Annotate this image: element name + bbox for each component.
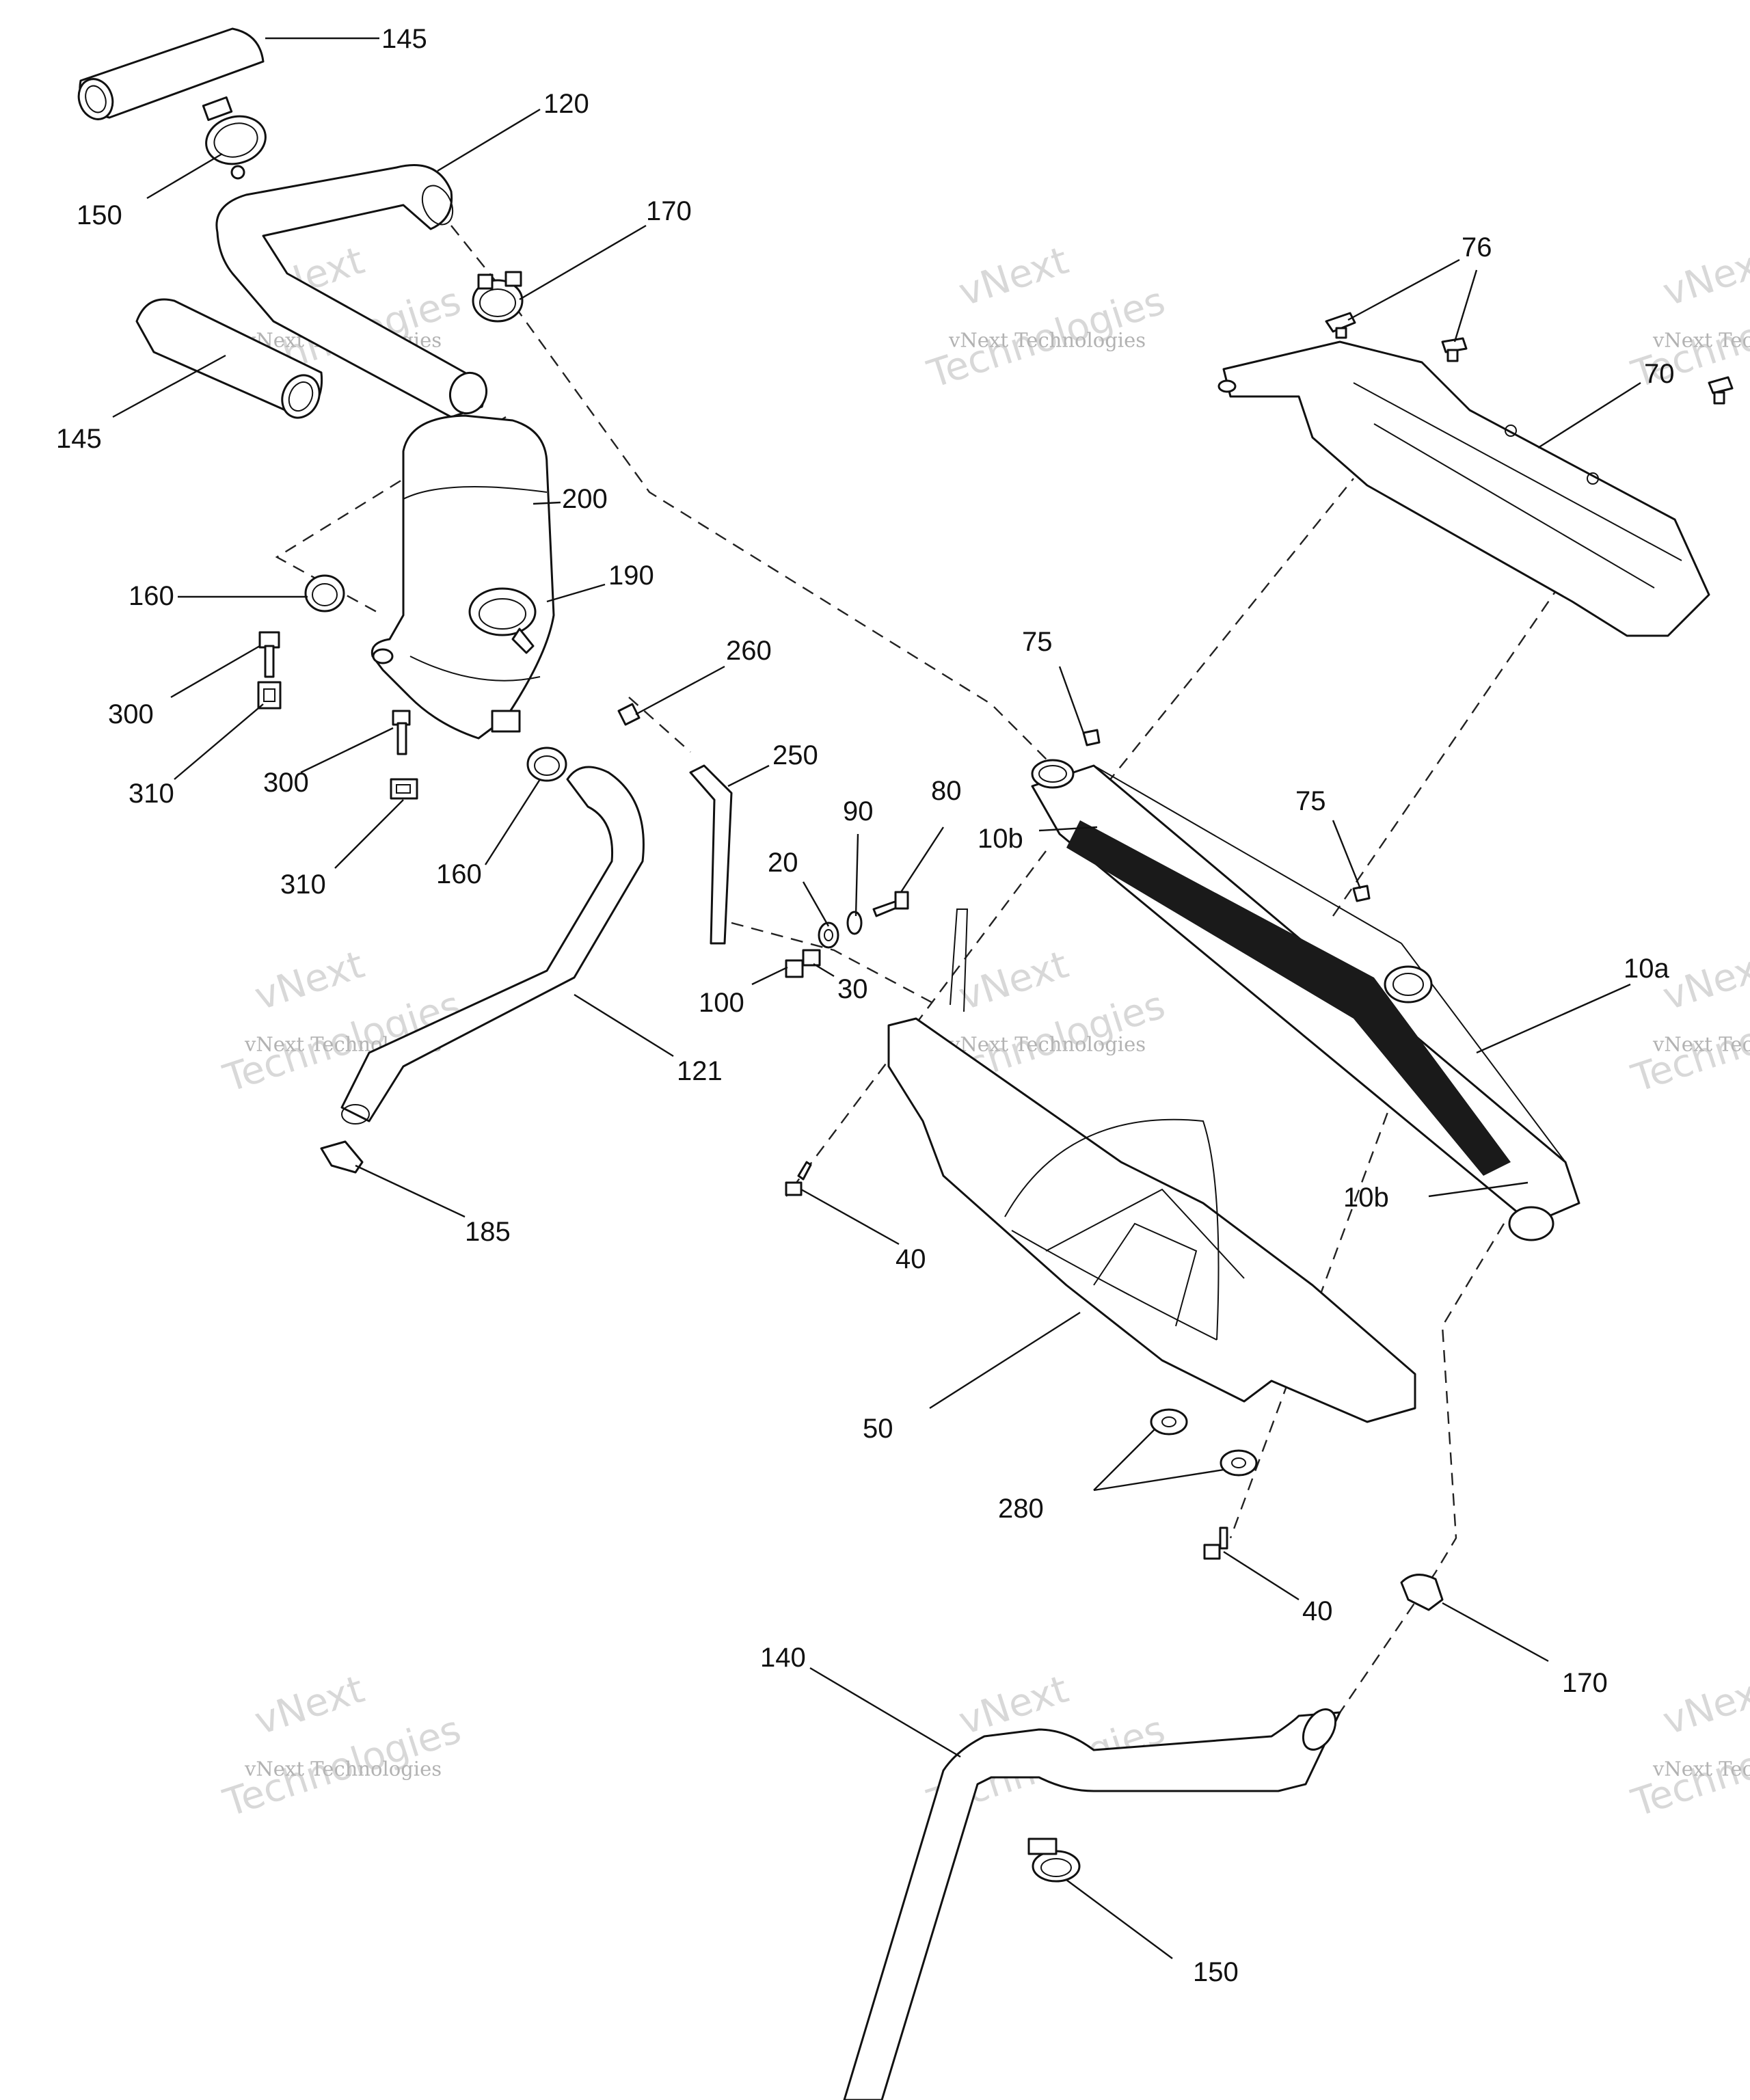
callout-200: 200 [562,484,608,514]
hose-250 [689,764,733,945]
bolt-300-mid [392,710,411,755]
callout-76: 76 [1462,232,1492,262]
clip-310-left [257,681,282,710]
hose-120 [215,164,487,418]
svg-text:vNext Technologies: vNext Technologies [948,1033,1146,1056]
callout-90: 90 [843,796,874,826]
callout-170-top: 170 [646,196,692,226]
callout-labels: 145 120 150 170 145 76 70 200 190 160 30… [56,24,1675,1987]
callout-145-left: 145 [56,424,102,454]
clamp-185 [320,1140,364,1174]
bolt-300-left [258,631,280,678]
coolant-reservoir-190 [371,414,555,740]
bolt-40-upper [785,1161,812,1196]
screw-75-top [1082,729,1101,746]
callout-20: 20 [768,848,798,878]
callout-150-lower: 150 [1193,1957,1239,1987]
callout-260: 260 [726,636,772,666]
svg-text:vNext: vNext [1658,1667,1750,1744]
callout-185: 185 [465,1217,511,1247]
svg-text:vNext: vNext [250,1667,370,1744]
svg-text:vNext: vNext [954,943,1074,1019]
svg-text:vNext Technologies: vNext Technologies [1652,329,1750,352]
leader-lines [112,37,1641,1959]
clip-260 [617,703,641,726]
callout-150-top: 150 [77,200,122,230]
callout-300-mid: 300 [263,768,309,798]
clamp-150-lower [1027,1838,1081,1883]
callout-100: 100 [699,988,744,1018]
nut-100 [785,959,804,978]
spacer-30 [802,949,821,967]
svg-text:vNext Technologies: vNext Technologies [1652,1033,1750,1056]
callout-170-lower: 170 [1562,1668,1608,1698]
pushpin-76-a [1325,312,1356,339]
svg-text:vNext: vNext [250,943,370,1019]
clamp-160-left [304,574,345,612]
callout-80: 80 [931,776,962,806]
callout-70: 70 [1644,359,1675,389]
callout-160-left: 160 [129,581,174,611]
svg-text:vNext: vNext [954,239,1074,315]
clamp-160-lower [526,746,567,782]
callout-160-lower: 160 [436,859,482,889]
svg-text:vNext Technologies: vNext Technologies [244,1758,442,1781]
svg-text:vNext Technologies: vNext Technologies [948,329,1146,352]
washer-20 [818,921,839,949]
callout-40-upper: 40 [896,1244,926,1274]
callout-140: 140 [760,1643,806,1673]
radiator-10a [1031,759,1580,1241]
screw-75-mid [1352,885,1371,902]
callout-310-mid: 310 [280,870,326,900]
callout-190: 190 [608,561,654,591]
grommet-280-a [1150,1408,1188,1436]
hose-145-left [135,298,323,419]
clamp-170-top [472,271,524,323]
hose-121 [340,766,645,1125]
callout-75-top: 75 [1022,627,1053,657]
watermark-4: vNext vNext Technologies Technologies [218,943,466,1102]
clip-310-mid [390,778,418,800]
callout-75-mid: 75 [1295,786,1326,816]
fan-shroud-50 [887,908,1416,1423]
callout-280: 280 [998,1494,1044,1524]
clamp-170-lower [1400,1574,1444,1611]
hose-140 [843,1708,1341,2100]
svg-text:vNext: vNext [1658,943,1750,1019]
callout-310-left: 310 [129,779,174,809]
grommet-280-b [1220,1449,1258,1477]
svg-text:vNext Technologies: vNext Technologies [1652,1758,1750,1781]
callout-300-left: 300 [108,699,154,729]
callout-10a: 10a [1624,954,1669,984]
clamp-150-top [202,96,267,180]
callout-30: 30 [837,974,868,1004]
bolt-40-lower [1203,1526,1228,1560]
callout-10b-bot: 10b [1343,1183,1389,1213]
callout-120: 120 [543,89,589,119]
callout-250: 250 [772,740,818,770]
svg-text:vNext: vNext [1658,239,1750,315]
callout-10b-top: 10b [978,824,1023,854]
callout-121: 121 [677,1056,723,1086]
washer-90 [846,911,863,935]
watermark-2: vNext vNext Technologies Technologies [922,239,1170,398]
pushpin-76-b [1441,337,1468,362]
watermark-7: vNext vNext Technologies Technologies [218,1667,466,1827]
watermark-6: vNext vNext Technologies Technologies [1626,943,1750,1102]
callout-40-lower: 40 [1302,1596,1333,1626]
watermark-9: vNext vNext Technologies Technologies [1626,1667,1750,1827]
bolt-80 [872,891,909,917]
bracket-70 [1217,340,1710,637]
hose-145-top [77,27,265,120]
pushpin-76-c [1708,376,1734,405]
callout-145-top: 145 [381,24,427,54]
callout-50: 50 [863,1414,893,1444]
